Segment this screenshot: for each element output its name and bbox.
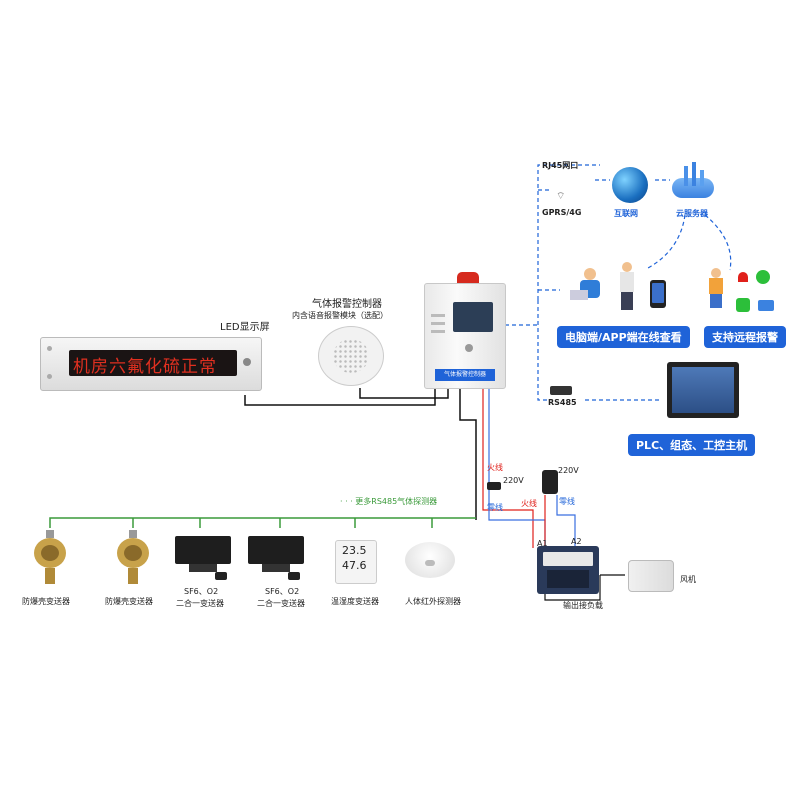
led-scroll-text: 机房六氟化硫正常: [73, 357, 217, 376]
led-display-label: LED显示屏: [220, 322, 270, 333]
email-icon: [758, 300, 774, 311]
speaker-grille: [333, 339, 369, 373]
alarm-light: [457, 272, 479, 284]
output-load-label: 输出接负载: [563, 601, 603, 610]
led-wire: [244, 388, 436, 406]
speaker-module: [318, 326, 384, 386]
controller-screen: [453, 302, 493, 332]
siren-icon: [738, 272, 748, 282]
device-5-label: 温湿度变送器: [331, 597, 379, 606]
device-1-label: 防爆壳变送器: [22, 597, 70, 606]
alarm-person-icon: [708, 268, 724, 308]
plug-icon-1: [487, 482, 501, 490]
a2-label: A2: [571, 537, 582, 546]
alarm-controller-box: 气体报警控制器: [424, 283, 506, 389]
message-icon: [736, 298, 750, 312]
voltage-label-1: 220V: [503, 476, 524, 485]
speaker-wire: [359, 388, 449, 399]
sf6-o2-transmitter-2: [248, 532, 304, 580]
led-screen: 机房六氟化硫正常: [69, 350, 237, 376]
fan-label: 风机: [680, 575, 696, 584]
remote-alarm-badge: 支持远程报警: [704, 326, 786, 348]
antenna-icon: ⌔: [556, 191, 566, 202]
device-2-label: 防爆壳变送器: [105, 597, 153, 606]
voltage-label-2: 220V: [558, 466, 579, 475]
rs485-port-icon: [550, 386, 572, 395]
controller-panel-label: 气体报警控制器: [435, 369, 495, 381]
rs485-label: RS485: [548, 398, 577, 407]
device-4-label: SF6、O2: [265, 587, 300, 596]
a1-label: A1: [537, 539, 548, 548]
device-6-label: 人体红外探测器: [405, 597, 461, 606]
device-3-label2: 二合一变送器: [176, 599, 224, 608]
device-4-label2: 二合一变送器: [257, 599, 305, 608]
contactor: [537, 546, 599, 594]
pc-user-icon: [570, 268, 606, 306]
plc-badge: PLC、组态、工控主机: [628, 434, 756, 456]
temp-humidity-transmitter: 23.5 47.6: [335, 540, 377, 584]
live-label-1: 火线: [487, 463, 503, 472]
sf6-o2-transmitter-1: [175, 532, 231, 580]
plug-icon-2: [542, 470, 558, 494]
controller-bus-wire: [459, 388, 477, 520]
rj45-label: RJ45网口: [542, 161, 579, 170]
cloud-label: 云服务器: [676, 209, 708, 218]
wechat-icon: [756, 270, 770, 284]
live-label-2: 火线: [521, 499, 537, 508]
device-3-label: SF6、O2: [184, 587, 219, 596]
internet-label: 互联网: [614, 209, 638, 218]
globe-icon: [612, 167, 648, 203]
industrial-pc-icon: [667, 362, 739, 418]
cloud-icon: [672, 162, 714, 200]
rs485-bus: [49, 517, 476, 528]
fan-icon: [628, 560, 674, 592]
led-display: 机房六氟化硫正常: [40, 337, 262, 391]
bus-label: · · · 更多RS485气体探测器: [340, 497, 438, 506]
pc-app-badge: 电脑端/APP端在线查看: [557, 326, 690, 348]
neutral-label-1: 零线: [487, 503, 503, 512]
controller-subtitle: 内含语音报警模块（选配）: [292, 311, 388, 320]
smartphone-icon: [650, 280, 666, 308]
explosion-proof-transmitter-1: [28, 530, 72, 590]
explosion-proof-transmitter-2: [111, 530, 155, 590]
mobile-user-icon: [618, 262, 636, 310]
neutral-label-2: 零线: [559, 497, 575, 506]
controller-title: 气体报警控制器: [312, 299, 382, 310]
temp-reading: 23.5: [342, 544, 367, 557]
humidity-reading: 47.6: [342, 559, 367, 572]
pir-detector: [405, 542, 455, 578]
gprs-label: GPRS/4G: [542, 208, 582, 217]
